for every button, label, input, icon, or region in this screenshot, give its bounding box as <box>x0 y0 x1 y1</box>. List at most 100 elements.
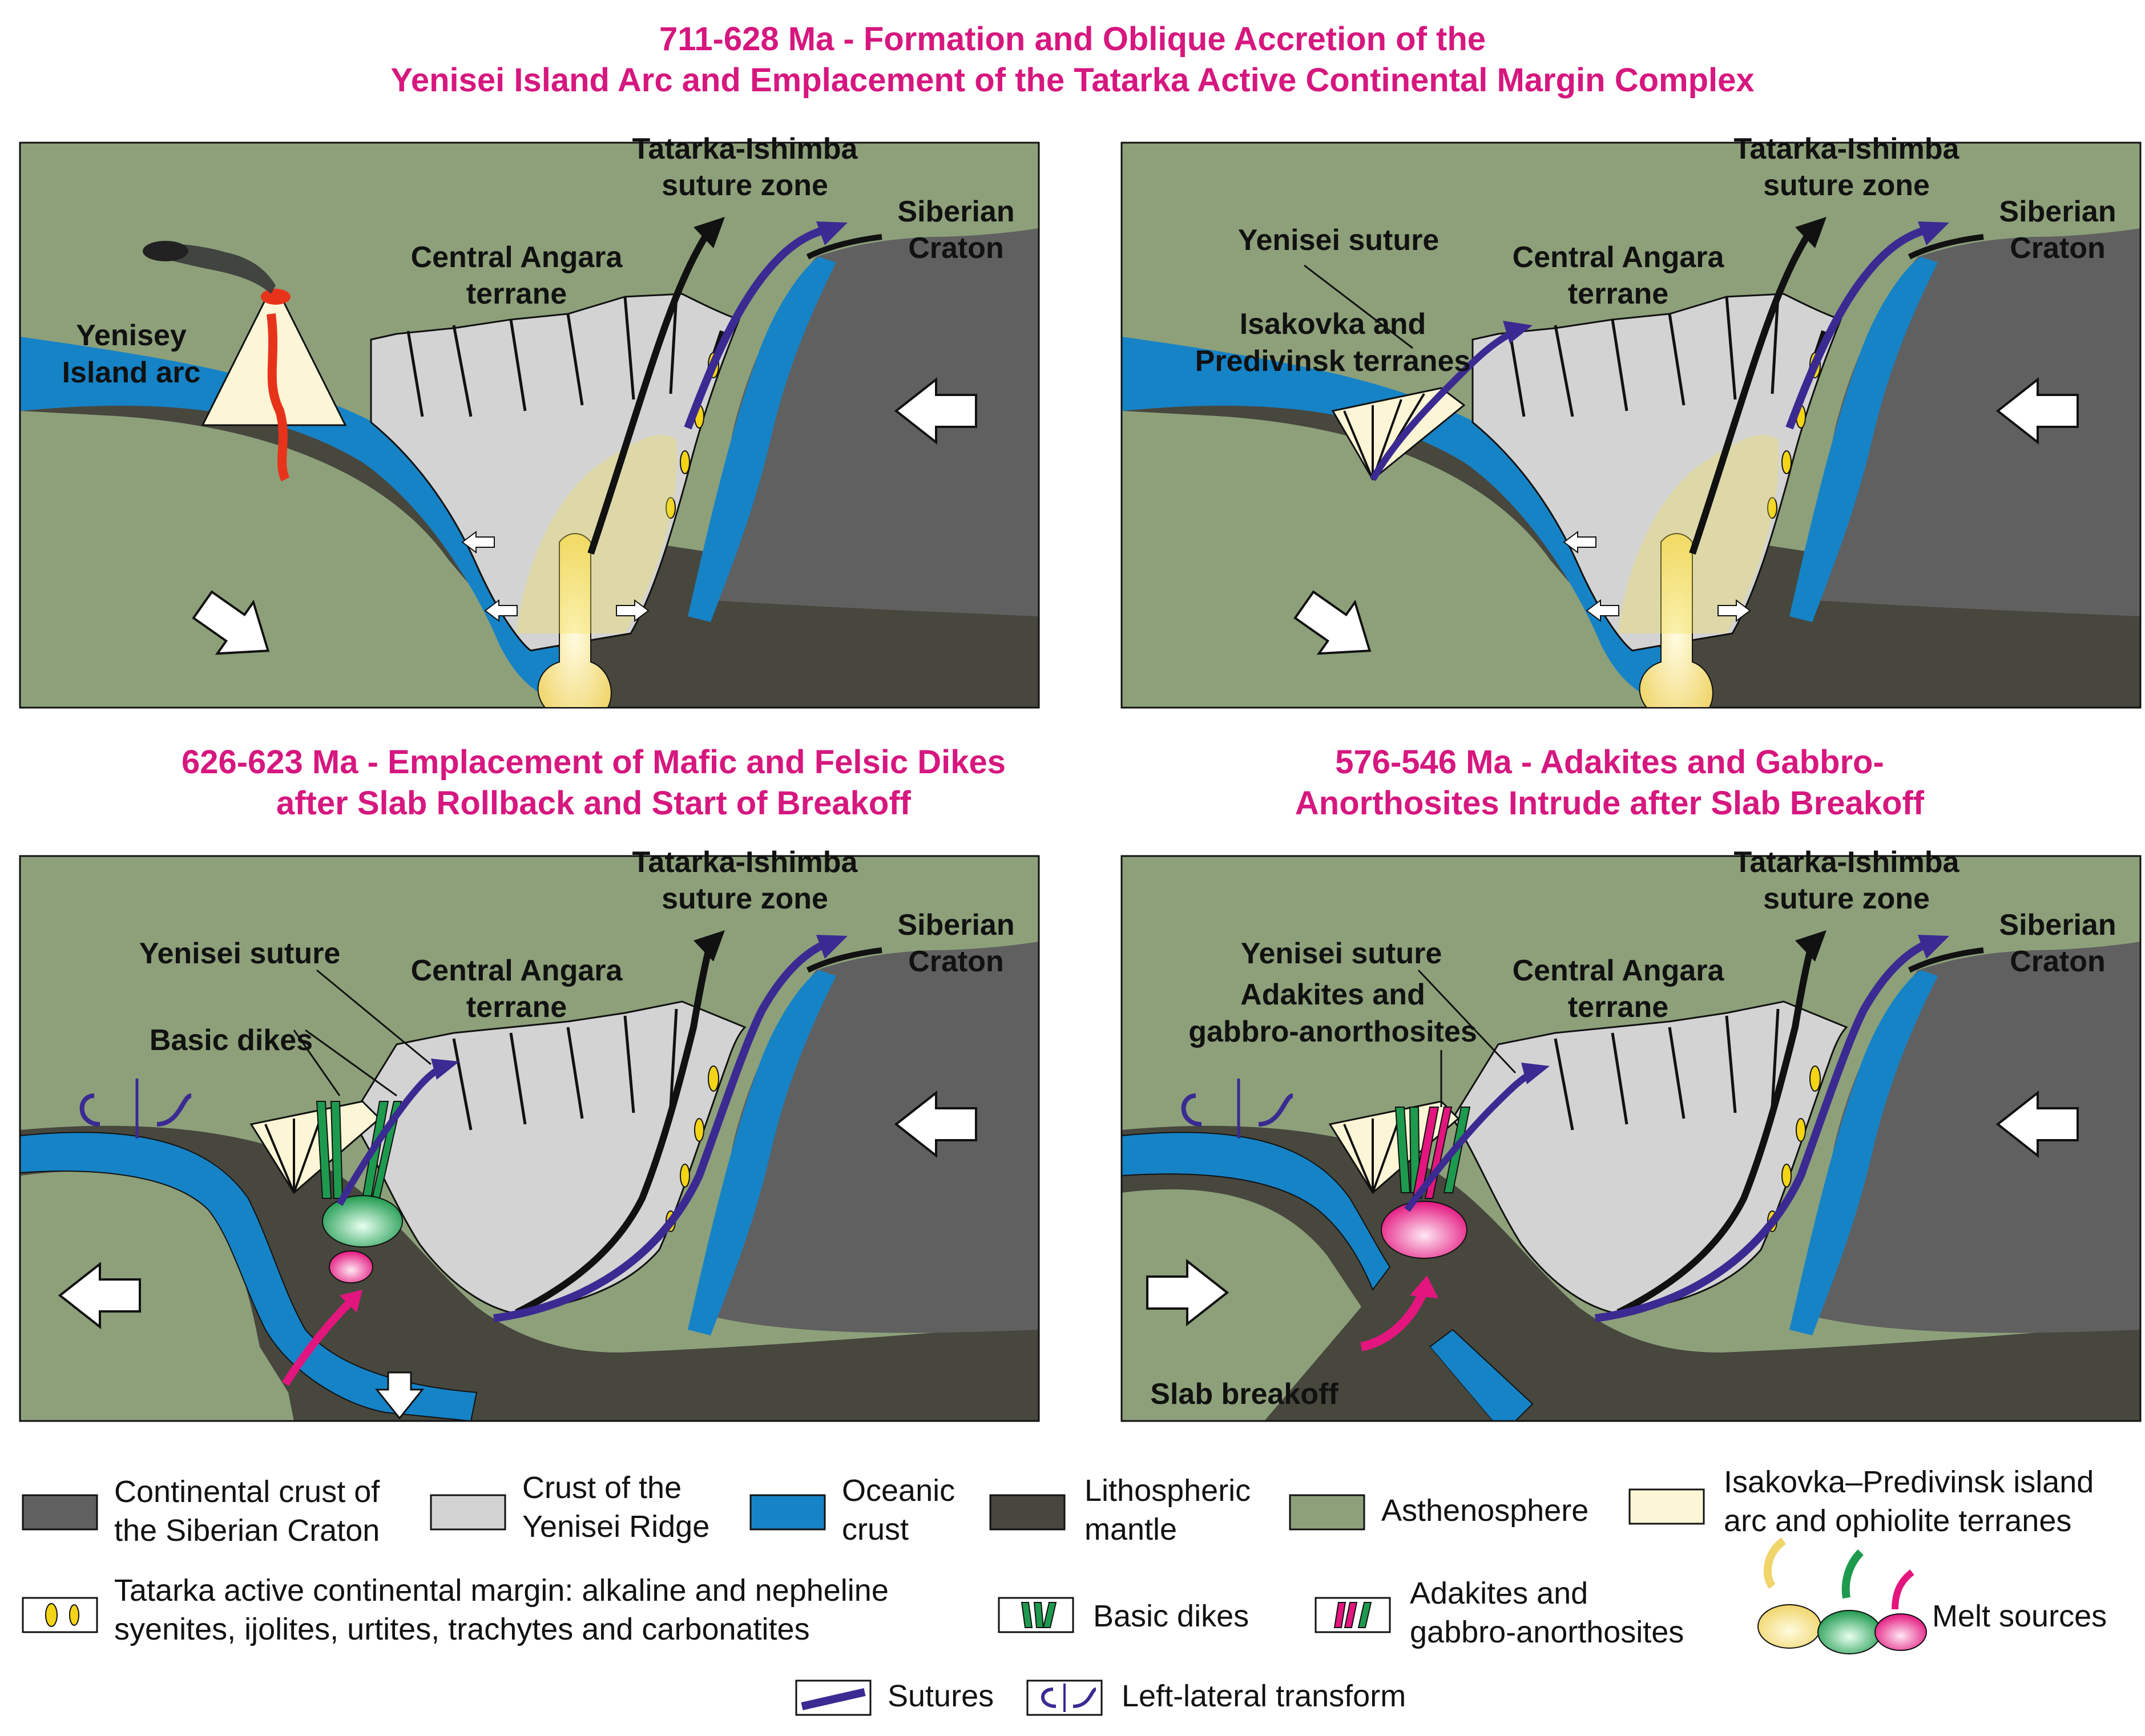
asthenosphere-upwelling-arrowhead <box>340 1290 362 1313</box>
legend-tatarka-intrusion-1 <box>45 1603 58 1627</box>
legend-yenisei-crust-line-1: Crust of the <box>522 1471 682 1505</box>
melt-source-pink <box>329 1250 373 1283</box>
legend-sutures: Sutures <box>888 1679 994 1713</box>
slab-sinking-arrow <box>374 1371 425 1420</box>
tatarka-ishimba-suture-blue <box>684 224 832 430</box>
panel-4-title-line-2: Anorthosites Intrude after Slab Breakoff <box>1295 785 1925 822</box>
left-lateral-transform-symbol-left <box>79 1093 100 1127</box>
legend-swatch-yenisei-crust <box>430 1494 506 1531</box>
legend-oceanic-line-2: crust <box>842 1512 909 1547</box>
melt-plume-yellow <box>1639 533 1713 708</box>
panel-3-title-line-2: after Slab Rollback and Start of Breakof… <box>276 785 912 822</box>
legend-swatch-continental-crust <box>22 1494 98 1531</box>
label-central-angara-line-2: terrane <box>466 991 567 1024</box>
label-siberian-line-1: Siberian <box>1999 909 2116 942</box>
label-yenisey-arc-line-1: Yenisey <box>76 319 187 352</box>
label-central-angara-line-1: Central Angara <box>411 241 623 274</box>
panel-1-title-line-2: Yenisei Island Arc and Emplacement of th… <box>390 62 1754 99</box>
legend-lithospheric-line-2: mantle <box>1084 1512 1177 1547</box>
asthenosphere-upwelling-arrow <box>1360 1287 1429 1351</box>
panel-3-cross-section: Tatarka-Ishimba suture zone Siberian Cra… <box>19 846 1040 1422</box>
legend-melt-sources: Melt sources <box>1932 1599 2107 1633</box>
legend-transform-arrow-right <box>1072 1687 1097 1708</box>
panel-2-cross-section: Tatarka-Ishimba suture zone Siberian Cra… <box>1122 132 2140 708</box>
label-tatarka-line-2: suture zone <box>662 169 828 202</box>
legend-melt-sources-icon <box>1757 1537 1927 1654</box>
yenisei-suture-arrowhead <box>1503 321 1533 344</box>
tatarka-ishimba-suture-blue-arrowhead <box>1918 935 1949 959</box>
volcano-summit-vent <box>261 289 291 305</box>
label-yenisei-suture: Yenisei suture <box>1238 224 1440 257</box>
yenisei-suture-leader <box>1417 969 1517 1074</box>
label-siberian-line-2: Craton <box>2010 232 2106 265</box>
yenisei-suture-line <box>1404 1069 1534 1212</box>
label-basic-dikes: Basic dikes <box>150 1024 313 1057</box>
ash-cloud <box>143 241 188 261</box>
legend-adakites-line-1: Adakites and <box>1410 1576 1588 1610</box>
legend-basic-dikes: Basic dikes <box>1093 1599 1249 1633</box>
label-tatarka-line-1: Tatarka-Ishimba <box>1734 846 1960 879</box>
label-central-angara-line-1: Central Angara <box>411 954 623 987</box>
label-tatarka-line-2: suture zone <box>1763 169 1930 202</box>
legend-isakovka-line-2: arc and ophiolite terranes <box>1724 1504 2071 1538</box>
legend-adakite-dike-2 <box>1344 1602 1358 1628</box>
left-lateral-transform-symbol-right <box>156 1093 192 1127</box>
melt-source-pink <box>1381 1201 1467 1259</box>
label-tatarka-line-2: suture zone <box>662 882 828 915</box>
legend-lithospheric-line-1: Lithospheric <box>1084 1473 1251 1508</box>
detached-mantle <box>1407 1347 1493 1421</box>
label-central-angara-line-1: Central Angara <box>1513 241 1725 274</box>
label-yenisei-suture: Yenisei suture <box>1241 937 1442 970</box>
legend-tatarka-line-2: syenites, ijolites, urtites, trachytes a… <box>114 1612 810 1646</box>
tatarka-ishimba-suture-blue <box>493 938 832 1322</box>
label-siberian-line-2: Craton <box>908 232 1004 265</box>
label-tatarka-line-1: Tatarka-Ishimba <box>1734 132 1960 165</box>
legend-continental-crust-line-1: Continental crust of <box>114 1475 380 1509</box>
yenisei-suture-leader <box>1304 264 1413 349</box>
legend-gabbro-dike <box>1357 1602 1372 1628</box>
oceanic-crust-slab <box>19 1132 478 1422</box>
panel-1-title-line-1: 711-628 Ma - Formation and Oblique Accre… <box>659 21 1486 58</box>
label-tatarka-line-1: Tatarka-Ishimba <box>632 132 858 165</box>
legend-oceanic-line-1: Oceanic <box>842 1473 955 1508</box>
yenisei-suture-line <box>1369 328 1517 481</box>
tatarka-ishimba-suture-arrowhead <box>1795 930 1827 962</box>
tatarka-ishimba-suture-blue-arrowhead <box>1918 221 1949 245</box>
legend-adakites-line-2: gabbro-anorthosites <box>1410 1615 1684 1649</box>
legend-asthenosphere: Asthenosphere <box>1381 1493 1588 1528</box>
label-adakites-line-1: Adakites and <box>1240 978 1425 1011</box>
panel-3-title-line-1: 626-623 Ma - Emplacement of Mafic and Fe… <box>182 744 1006 781</box>
magma-conduit <box>267 313 290 482</box>
melt-source-green <box>322 1195 403 1248</box>
label-central-angara-line-2: terrane <box>466 277 567 310</box>
label-central-angara-line-1: Central Angara <box>1513 954 1725 987</box>
detached-slab <box>1429 1329 1534 1422</box>
label-tatarka-line-1: Tatarka-Ishimba <box>632 846 858 879</box>
yenisei-suture-arrowhead <box>1521 1063 1550 1084</box>
label-siberian-line-2: Craton <box>908 945 1004 978</box>
tatarka-ishimba-suture-blue <box>1785 224 1933 430</box>
panel-4-cross-section: Tatarka-Ishimba suture zone Siberian Cra… <box>1120 846 2142 1422</box>
label-yenisey-arc-line-2: Island arc <box>62 356 201 389</box>
label-adakites-line-2: gabbro-anorthosites <box>1188 1015 1477 1048</box>
legend-swatch-oceanic-crust <box>749 1494 826 1531</box>
legend-swatch-lithospheric-mantle <box>989 1494 1066 1531</box>
legend-isakovka-line-1: Isakovka–Predivinsk island <box>1724 1465 2094 1499</box>
tatarka-ishimba-suture-black <box>515 940 714 1316</box>
left-lateral-transform-symbol-left <box>1181 1093 1202 1127</box>
asthenosphere-upwelling-arrow <box>282 1298 354 1386</box>
panel-1-cross-section: Tatarka-Ishimba suture zone Siberian Cra… <box>20 132 1039 708</box>
label-slab-breakoff: Slab breakoff <box>1150 1378 1338 1411</box>
tatarka-ishimba-suture-arrowhead <box>694 930 725 962</box>
label-isakovka-line-1: Isakovka and <box>1240 308 1426 341</box>
tatarka-ishimba-suture-blue <box>1595 938 1934 1322</box>
oceanic-crust-slab <box>1121 1132 1391 1291</box>
label-siberian-line-2: Craton <box>2010 945 2106 978</box>
legend-adakite-dike-1 <box>1333 1602 1346 1628</box>
tatarka-ishimba-suture-arrowhead <box>694 217 725 248</box>
legend: Continental crust of the Siberian Craton… <box>22 1465 2107 1716</box>
legend-tatarka-intrusion-2 <box>69 1604 79 1626</box>
yenisei-suture-leader <box>316 969 432 1065</box>
tatarka-ishimba-suture-black <box>1616 940 1816 1316</box>
